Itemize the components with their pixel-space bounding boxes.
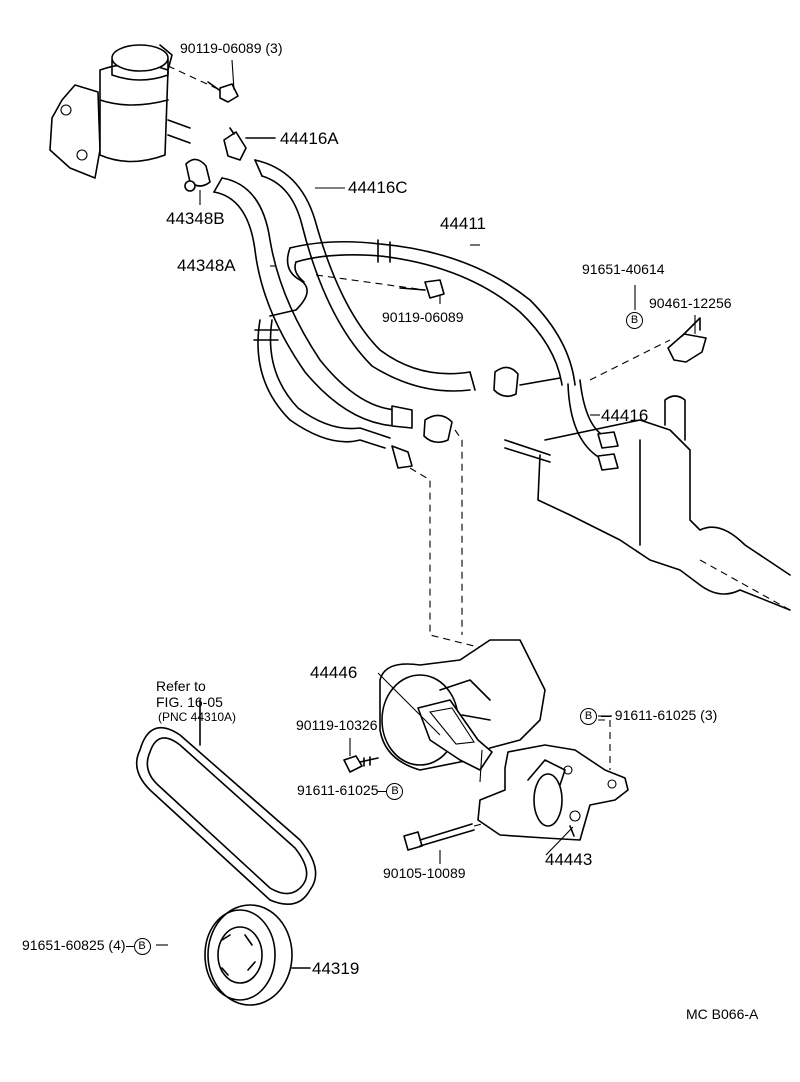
leader-lines: [156, 59, 696, 946]
clamp-44416a: [223, 127, 276, 161]
part-number: 91611-61025: [614, 707, 697, 724]
label-44443: 44443: [545, 850, 593, 869]
label-44416a: 44416A: [280, 129, 339, 148]
part-number: 91611-61025: [297, 782, 379, 799]
pressure-line: [253, 319, 413, 469]
badge-b: B: [133, 938, 151, 955]
label-44416c: 44416C: [348, 178, 408, 197]
note-line1: Refer to: [156, 678, 206, 694]
label-90461-12256: 90461-12256: [649, 295, 732, 311]
label-44416: 44416: [601, 406, 649, 425]
pulley-44319: [204, 904, 311, 1006]
label-90119-06089-middle: 90119-06089: [382, 309, 464, 325]
label-90119-06089-top: 90119-06089 (3): [180, 41, 283, 55]
bolt-top: [167, 65, 239, 103]
quantity: (3): [265, 40, 283, 56]
label-90105-10089: 90105-10089: [383, 865, 466, 881]
clamp-44348b: [184, 158, 211, 192]
bracket-44443: [477, 744, 629, 841]
bolt-90119-10326: [343, 755, 379, 773]
tube-44416: [567, 339, 671, 471]
label-91611-61025-left: 91611-61025 B: [297, 782, 404, 800]
diagram-code: MC B066-A: [686, 1006, 759, 1022]
pump-44446: [379, 639, 546, 771]
note-line2: FIG. 16-05: [156, 694, 223, 710]
label-44348a: 44348A: [177, 256, 236, 275]
quantity: (4): [108, 937, 126, 954]
label-44446: 44446: [310, 663, 358, 682]
badge-b: B: [386, 783, 404, 800]
badge-b: B: [580, 708, 597, 725]
hose-44416c: [254, 159, 476, 392]
label-90119-10326: 90119-10326: [296, 717, 378, 733]
connection-lines: [409, 429, 611, 770]
badge-b-40614: B: [626, 312, 643, 329]
label-44411: 44411: [440, 214, 487, 233]
bolt-middle: [315, 274, 445, 299]
label-91611-61025-right: B 91611-61025 (3): [580, 708, 717, 725]
drive-belt: [135, 699, 317, 906]
part-number: 91651-60825: [22, 937, 105, 954]
steering-gear: [504, 395, 791, 611]
hose-44411: [269, 239, 576, 386]
note-line3: (PNC 44310A): [158, 710, 237, 724]
label-91651-60825: 91651-60825 (4) B: [22, 938, 151, 955]
hose-clamps-center: [423, 366, 561, 444]
clip-90461: [667, 317, 707, 363]
quantity: (3): [700, 707, 718, 724]
bolt-90105-10089: [403, 821, 491, 851]
label-44319: 44319: [312, 959, 360, 978]
label-44348b: 44348B: [166, 209, 225, 228]
label-91651-40614: 91651-40614: [582, 261, 665, 277]
badge-b: B: [626, 312, 643, 329]
part-number: 90119-06089: [180, 40, 262, 56]
reservoir-tank: [49, 44, 191, 179]
